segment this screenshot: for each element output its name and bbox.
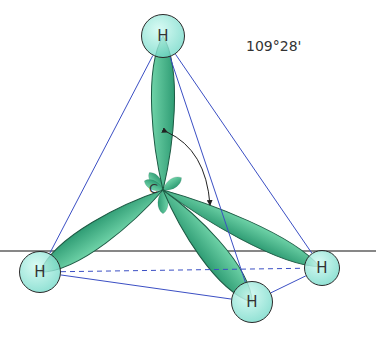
atom-symbol: H [316,261,327,276]
atom-symbol: H [246,295,257,310]
angle-arc [167,132,210,205]
hydrogen-atom: H [231,281,273,323]
tetrahedron-edge [61,268,304,271]
atom-symbol: H [34,265,45,280]
tetrahedron-edge [271,276,306,293]
orbital-lobes [33,36,324,310]
hydrogen-atom: H [19,251,61,293]
tetrahedron-edge [61,275,231,299]
carbon-symbol: C [149,182,158,195]
hydrogen-atom: H [141,14,185,58]
angle-value: 109°28' [246,39,301,53]
tetrahedron-edge [175,54,311,253]
hydrogen-atom: H [304,250,340,286]
atom-symbol: H [157,29,168,44]
tetrahedron-edge [170,57,245,282]
tetrahedron-edge [50,56,153,254]
